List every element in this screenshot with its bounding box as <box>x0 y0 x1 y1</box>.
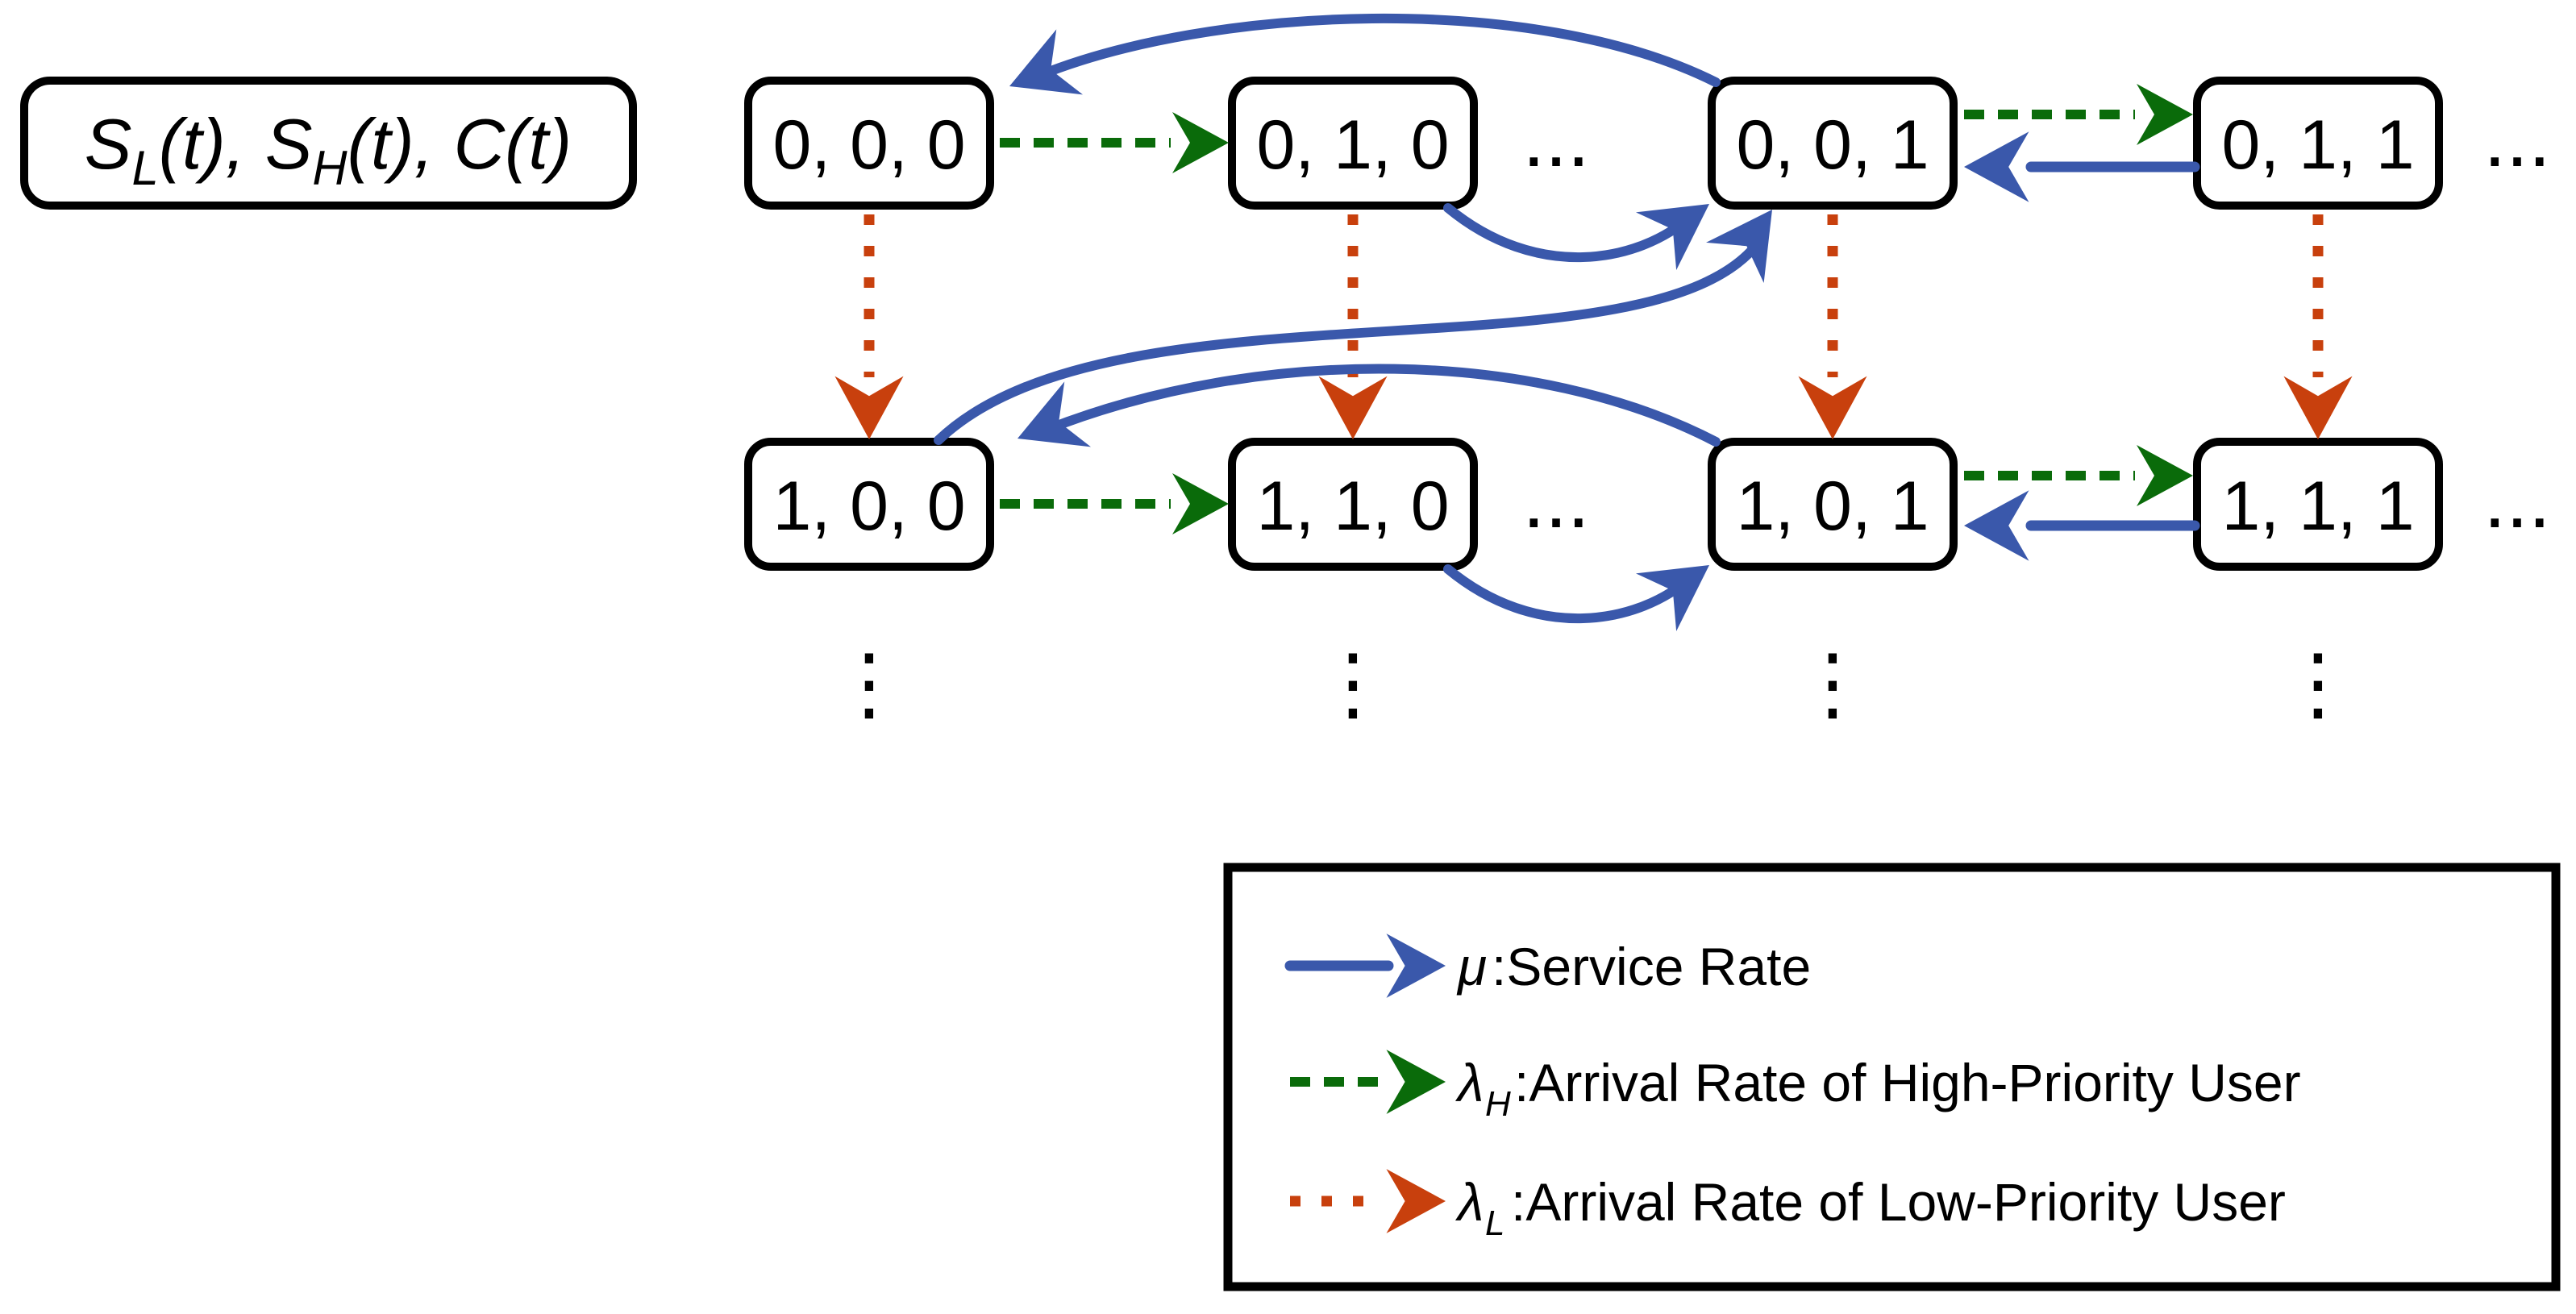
state-node-frame <box>1228 77 1478 210</box>
state-label: 1, 1, 0 <box>1256 468 1449 545</box>
state-node-frame <box>2193 438 2443 571</box>
vertical-ellipsis-col4: ⋮ <box>2278 636 2358 730</box>
legend-lambdaH-symbol: λ <box>1455 1053 1484 1112</box>
edge-mu-001-to-000 <box>996 14 1721 119</box>
edge-lambdaH-001-to-011 <box>1964 84 2193 145</box>
legend: μ :Service Rate λ H :Arrival Rate of Hig… <box>1223 863 2561 1291</box>
legend-mu-label: :Service Rate <box>1492 937 1811 996</box>
state-label: 0, 1, 1 <box>2221 106 2414 184</box>
state-node-frame <box>1228 438 1478 571</box>
ellipsis-row2-end: ... <box>2483 455 2550 545</box>
edge-lambdaL-010-to-110 <box>1318 214 1388 439</box>
state-node-0-1-1: 0, 1, 1 <box>2193 77 2443 210</box>
state-node-frame <box>744 438 994 571</box>
state-node-0-0-1: 0, 0, 1 <box>1708 77 1958 210</box>
legend-item-arrival-low: λ L :Arrival Rate of Low-Priority User <box>1290 1169 2286 1243</box>
legend-lambdaL-symbol: λ <box>1455 1172 1484 1232</box>
legend-mu-symbol: μ <box>1456 937 1487 996</box>
state-node-frame <box>1708 438 1958 571</box>
state-node-frame <box>2193 77 2443 210</box>
state-node-1-0-1: 1, 0, 1 <box>1708 438 1958 571</box>
state-variables-box: SL(t), SH(t), C(t) <box>20 77 637 210</box>
edge-mu-010-to-001 <box>1443 175 1730 270</box>
mu-curve-line <box>1034 14 1721 87</box>
vertical-ellipsis-col3: ⋮ <box>1792 636 1873 730</box>
state-node-1-1-0: 1, 1, 0 <box>1228 438 1478 571</box>
state-node-0-0-0: 0, 0, 0 <box>744 77 994 210</box>
state-label: 1, 0, 1 <box>1736 468 1929 545</box>
ellipsis-row1-end: ... <box>2483 94 2550 184</box>
vertical-ellipsis-col2: ⋮ <box>1313 636 1393 730</box>
lambdaH-arrowhead-icon <box>2137 84 2193 145</box>
mu-curve-line <box>934 239 1762 445</box>
state-label: 0, 0, 1 <box>1736 106 1929 184</box>
state-node-frame <box>1708 77 1958 210</box>
mu-curve-line <box>1042 364 1721 447</box>
edge-mu-110-to-101 <box>1443 536 1730 631</box>
lambdaH-arrowhead-icon <box>2137 445 2193 506</box>
lambdaH-arrowhead-icon <box>1172 112 1229 173</box>
edge-lambdaL-011-to-111 <box>2283 214 2353 439</box>
vertical-ellipsis-col1: ⋮ <box>829 636 909 730</box>
lambdaL-arrowhead-icon <box>1798 376 1867 439</box>
legend-lambdaL-subscript: L <box>1485 1204 1504 1243</box>
state-label: 1, 0, 0 <box>772 468 965 545</box>
mu-arrowhead-icon <box>1964 131 2029 202</box>
mu-curve-line <box>1443 564 1698 623</box>
lambdaL-arrowhead-icon <box>834 376 904 439</box>
ellipsis-row1-gap: ... <box>1522 94 1589 184</box>
lambdaH-arrowhead-icon <box>1172 473 1229 534</box>
state-node-frame <box>744 77 994 210</box>
state-node-1-1-1: 1, 1, 1 <box>2193 438 2443 571</box>
state-label: 1, 1, 1 <box>2221 468 2414 545</box>
edge-lambdaH-100-to-110 <box>1000 473 1229 534</box>
lambdaL-arrowhead-icon <box>2283 376 2353 439</box>
legend-item-arrival-high: λ H :Arrival Rate of High-Priority User <box>1290 1050 2301 1124</box>
mu-curve-line <box>1443 203 1698 262</box>
edge-mu-011-to-001 <box>1964 131 2200 202</box>
legend-item-service-rate: μ :Service Rate <box>1284 934 1811 998</box>
legend-frame <box>1223 863 2561 1291</box>
edge-lambdaL-000-to-100 <box>834 214 904 439</box>
legend-lambdaH-subscript: H <box>1485 1084 1511 1124</box>
edge-lambdaH-000-to-010 <box>1000 112 1229 173</box>
mu-arrowhead-icon <box>996 29 1084 119</box>
mu-arrowhead-icon <box>1964 490 2029 561</box>
edge-mu-111-to-101 <box>1964 490 2200 561</box>
state-variables-box-frame <box>20 77 637 210</box>
state-variables-label: SL(t), SH(t), C(t) <box>85 104 572 195</box>
legend-lambdaH-label: :Arrival Rate of High-Priority User <box>1514 1053 2301 1112</box>
ellipsis-row2-gap: ... <box>1522 455 1589 545</box>
lambdaL-arrowhead-icon <box>1318 376 1388 439</box>
state-label: 0, 1, 0 <box>1256 106 1449 184</box>
state-node-0-1-0: 0, 1, 0 <box>1228 77 1478 210</box>
state-node-1-0-0: 1, 0, 0 <box>744 438 994 571</box>
edge-lambdaL-001-to-101 <box>1798 214 1867 439</box>
edge-mu-101-to-100 <box>1004 364 1721 472</box>
state-label: 0, 0, 0 <box>772 106 965 184</box>
edge-lambdaH-101-to-111 <box>1964 445 2193 506</box>
legend-lambdaL-label: :Arrival Rate of Low-Priority User <box>1511 1172 2286 1232</box>
edge-mu-100-to-001 <box>934 189 1801 445</box>
